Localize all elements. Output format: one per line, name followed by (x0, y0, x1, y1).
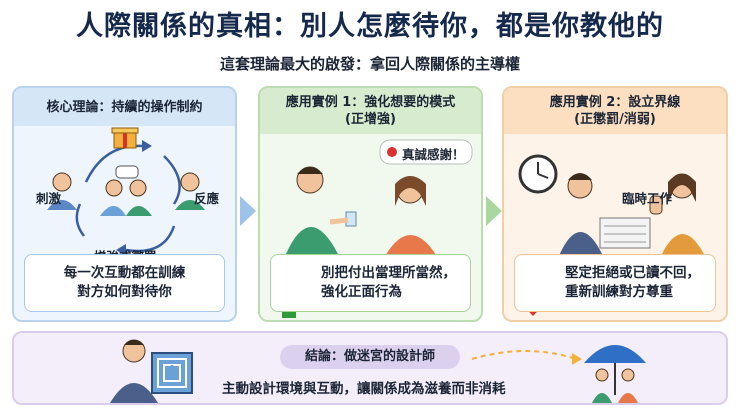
response-person-icon (175, 172, 205, 210)
cycle-arrow-bottom (125, 225, 176, 253)
paper-label: 臨時工作 (622, 191, 673, 206)
woman-thanking-icon (384, 176, 438, 258)
thanks-illustration (286, 139, 473, 258)
core-theory-note: 每一次互動都在訓練 對方如何對待你 (24, 254, 225, 312)
boundary-note: 堅定拒絕或已讀不回， 重新訓練對方尊重 (514, 254, 716, 312)
clock-icon (518, 154, 558, 194)
boundary-panel: 應用實例 2：設立界線 (正懲罰/消弱) 臨時工作 − (502, 86, 728, 322)
core-theory-heading: 核心理論：持續的操作制約 (14, 88, 235, 126)
man-giving-icon (286, 166, 357, 254)
conditioning-cycle-illustration (47, 127, 205, 256)
woman-refusing-icon (649, 173, 706, 258)
umbrella-couple-illustration (584, 345, 646, 403)
flow-arrow-2 (486, 196, 502, 226)
gift-icon (111, 127, 139, 149)
positive-reinforcement-note-line1: 別把付出當理所當然， (321, 265, 456, 281)
core-theory-heading-text: 核心理論：持續的操作制約 (46, 99, 203, 115)
boss-icon (558, 173, 604, 258)
heart-icon (387, 147, 397, 157)
cycle-arrow-right (163, 155, 181, 205)
positive-reinforcement-panel: 應用實例 1：強化想要的模式 (正增強) 真誠感謝！ + 別把付出當理所當然， … (258, 86, 483, 322)
conclusion-heading: 結論：做迷宮的設計師 (280, 345, 460, 369)
flow-arrow-1 (240, 196, 256, 226)
core-theory-note-line1: 每一次互動都在訓練 (63, 265, 186, 281)
maze-icon (151, 352, 193, 394)
conclusion-panel: 結論：做迷宮的設計師 主動設計環境與互動，讓關係成為滋養而非消耗 (12, 331, 728, 405)
umbrella-icon (584, 345, 646, 395)
boundary-note-line2: 重新訓練對方尊重 (565, 284, 673, 300)
conclusion-flow-arrow (471, 350, 582, 365)
positive-reinforcement-note-line2: 強化正面行為 (321, 284, 402, 300)
response-label: 反應 (194, 191, 220, 206)
maze-designer-illustration (110, 339, 193, 403)
core-theory-note-line2: 對方如何對待你 (77, 284, 172, 300)
page-title: 人際關係的真相：別人怎麼待你，都是你教他的 (76, 11, 664, 42)
positive-reinforcement-note: 別把付出當理所當然， 強化正面行為 (270, 254, 471, 312)
stimulus-person-icon (47, 172, 77, 210)
page-subtitle: 這套理論最大的啟發：拿回人際關係的主導權 (219, 55, 520, 73)
stop-hand-icon (649, 195, 663, 215)
speech-bubble-text: 真誠感謝！ (402, 147, 465, 162)
core-theory-panel: 核心理論：持續的操作制約 (12, 86, 237, 322)
positive-reinforcement-heading-line2: (正增強) (345, 112, 396, 127)
interaction-pair-icon (100, 165, 152, 216)
boundary-heading-line1: 應用實例 2：設立界線 (549, 95, 681, 110)
boundary-note-line1: 堅定拒絕或已讀不回， (565, 265, 700, 281)
positive-reinforcement-heading: 應用實例 1：強化想要的模式 (正增強) (260, 88, 481, 134)
boundary-illustration (518, 154, 706, 258)
stimulus-label: 刺激 (36, 191, 62, 206)
positive-reinforcement-heading-line1: 應用實例 1：強化想要的模式 (285, 95, 456, 110)
boundary-heading: 應用實例 2：設立界線 (正懲罰/消弱) (504, 88, 726, 134)
conclusion-text: 主動設計環境與互動，讓關係成為滋養而非消耗 (222, 381, 506, 397)
boundary-heading-line2: (正懲罰/消弱) (574, 112, 656, 127)
paper-stack-icon (599, 217, 651, 249)
cycle-arrow-left (75, 203, 85, 237)
couple-icon (592, 368, 638, 403)
speech-bubble (379, 139, 473, 165)
designer-person-icon (110, 339, 158, 403)
